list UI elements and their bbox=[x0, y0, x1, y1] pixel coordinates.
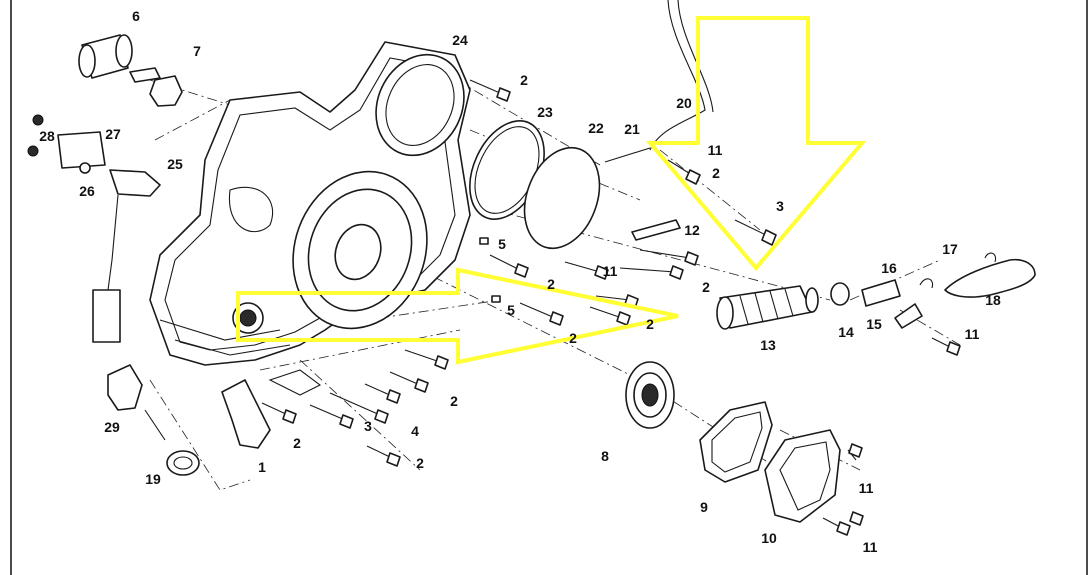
callout-c23: 23 bbox=[537, 104, 553, 120]
callout-c27: 27 bbox=[105, 126, 121, 142]
callout-c5b: 5 bbox=[507, 302, 515, 318]
callout-c16: 16 bbox=[881, 260, 897, 276]
callout-c11e: 11 bbox=[863, 539, 878, 555]
callout-c4: 4 bbox=[411, 423, 419, 439]
sensor-connector bbox=[92, 289, 121, 343]
elbow-fitting bbox=[861, 279, 901, 307]
callout-c2g: 2 bbox=[450, 393, 458, 409]
callout-c2c: 2 bbox=[702, 279, 710, 295]
callout-c26: 26 bbox=[79, 183, 95, 199]
callout-c24: 24 bbox=[452, 32, 468, 48]
callout-c15: 15 bbox=[866, 316, 882, 332]
callout-c18: 18 bbox=[985, 292, 1001, 308]
hose-18 bbox=[944, 258, 1036, 298]
breather-hose bbox=[649, 0, 714, 151]
dowel-pin-21 bbox=[604, 147, 651, 163]
bracket bbox=[894, 303, 923, 329]
bearing-cover bbox=[764, 429, 841, 523]
callout-c2i: 2 bbox=[416, 455, 424, 471]
callout-c14: 14 bbox=[838, 324, 854, 340]
callout-c2e: 2 bbox=[646, 316, 654, 332]
callout-c5a: 5 bbox=[498, 236, 506, 252]
callout-c3b: 3 bbox=[364, 418, 372, 434]
callout-c11c: 11 bbox=[965, 326, 980, 342]
hose-clamp bbox=[830, 282, 850, 306]
callout-c25: 25 bbox=[167, 156, 183, 172]
callout-c3a: 3 bbox=[776, 198, 784, 214]
callout-c11d: 11 bbox=[859, 480, 874, 496]
bolt-26 bbox=[79, 162, 91, 174]
diagram-frame bbox=[10, 0, 1088, 575]
oil-seal-6 bbox=[78, 34, 133, 79]
callout-c7: 7 bbox=[193, 43, 201, 59]
callout-c2f: 2 bbox=[569, 330, 577, 346]
callout-c17: 17 bbox=[942, 241, 958, 257]
oil-dipstick-cap bbox=[107, 364, 143, 411]
callout-c22: 22 bbox=[588, 120, 604, 136]
cover-gasket bbox=[699, 401, 773, 483]
callout-c8: 8 bbox=[601, 448, 609, 464]
drain-plug-7 bbox=[129, 67, 183, 107]
callout-c6: 6 bbox=[132, 8, 140, 24]
dowel-pin bbox=[491, 295, 501, 303]
bearing bbox=[625, 361, 675, 429]
sensor-bracket bbox=[57, 131, 106, 169]
callout-c29: 29 bbox=[104, 419, 120, 435]
bolt-28b bbox=[27, 145, 39, 157]
highlight-arrow-down bbox=[645, 16, 867, 272]
crankcase-cover bbox=[149, 41, 471, 396]
callout-c2d: 2 bbox=[547, 276, 555, 292]
sensor-cable bbox=[107, 194, 119, 291]
hose-clip bbox=[919, 252, 997, 289]
callout-c1: 1 bbox=[258, 459, 266, 475]
callout-c12: 12 bbox=[684, 222, 700, 238]
callout-c9: 9 bbox=[700, 499, 708, 515]
callout-c10: 10 bbox=[761, 530, 777, 546]
retaining-plate bbox=[631, 219, 681, 241]
small-cover-plate bbox=[523, 146, 601, 250]
bolt-28a bbox=[32, 114, 44, 126]
speed-sensor bbox=[109, 169, 161, 197]
callout-c20: 20 bbox=[676, 95, 692, 111]
dipstick-spring bbox=[144, 409, 166, 441]
callout-c2b: 2 bbox=[712, 165, 720, 181]
callout-c2a: 2 bbox=[520, 72, 528, 88]
callout-c19: 19 bbox=[145, 471, 161, 487]
callout-c2h: 2 bbox=[293, 435, 301, 451]
heat-guard bbox=[221, 379, 271, 449]
o-ring-19 bbox=[166, 450, 200, 476]
highlight-arrow-right bbox=[236, 267, 679, 365]
callout-c21: 21 bbox=[624, 121, 640, 137]
dowel-pin bbox=[479, 237, 489, 245]
callout-c11b: 11 bbox=[603, 263, 618, 279]
callout-c13: 13 bbox=[760, 337, 776, 353]
callout-c11a: 11 bbox=[708, 142, 723, 158]
bolt-set bbox=[261, 79, 961, 536]
intake-boot bbox=[716, 285, 819, 330]
callout-c28: 28 bbox=[39, 128, 55, 144]
